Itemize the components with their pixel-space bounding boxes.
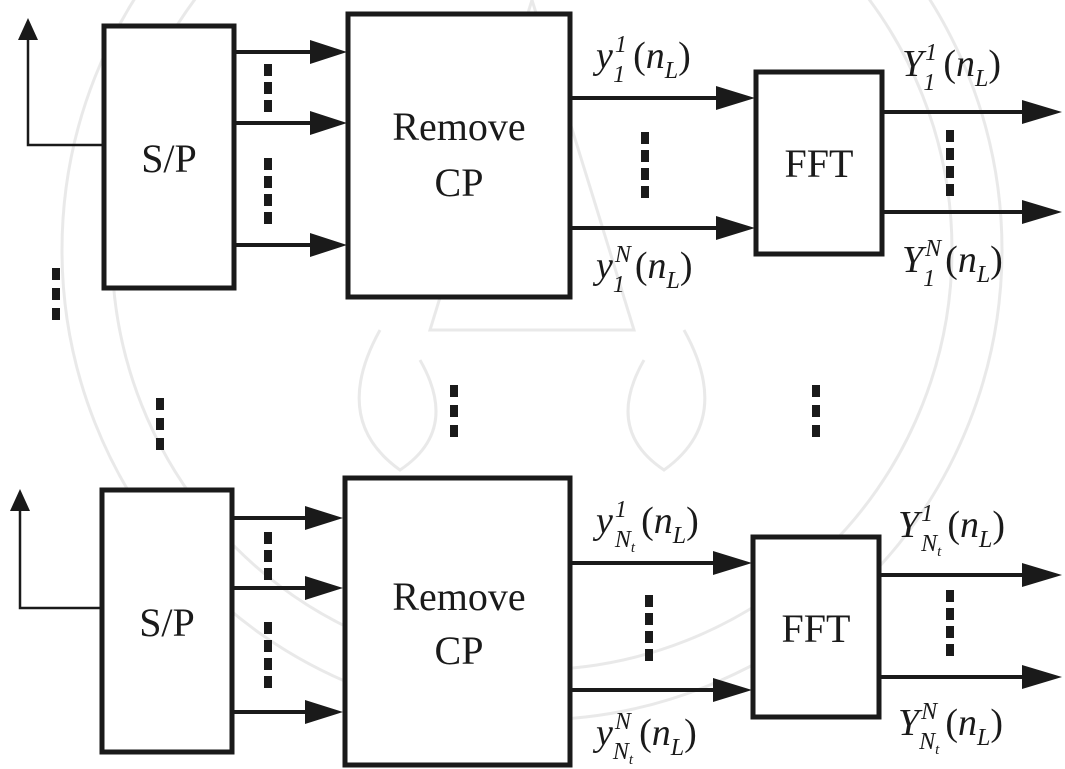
bottom-fft-outputs	[879, 563, 1062, 689]
top-sp-label: S/P	[141, 136, 197, 181]
bottom-input-arrowhead	[10, 489, 30, 511]
top-cp-outputs	[570, 86, 755, 240]
bottom-sp-dots	[264, 532, 272, 688]
bottom-remove-cp-line2: CP	[435, 628, 484, 673]
bottom-fft-label: FFT	[782, 606, 851, 651]
top-chain: S/P Remove CP	[18, 11, 1062, 300]
bottom-chain: S/P Remove CP	[10, 475, 1062, 768]
top-sp-outputs	[234, 40, 347, 257]
top-remove-cp-block	[345, 11, 573, 300]
bottom-cp-dots	[645, 595, 653, 661]
bottom-input-line	[18, 506, 102, 610]
bottom-fft-dots	[946, 590, 954, 656]
top-fft-label: FFT	[785, 141, 854, 186]
top-sp-dots	[264, 64, 272, 224]
bottom-sp-label: S/P	[139, 600, 195, 645]
bottom-cp-outputs	[570, 551, 752, 702]
bottom-remove-cp-block	[342, 475, 573, 768]
top-fft-dots	[946, 130, 954, 196]
bottom-sp-outputs	[232, 506, 343, 724]
top-fft-outputs	[882, 100, 1062, 224]
bottom-fft-block	[750, 534, 882, 720]
between-chain-dots	[52, 268, 820, 450]
bottom-remove-cp-line1: Remove	[392, 574, 525, 619]
bottom-sp-block	[99, 487, 235, 755]
top-fft-block	[753, 69, 885, 257]
top-remove-cp-line1: Remove	[392, 104, 525, 149]
top-remove-cp-line2: CP	[435, 160, 484, 205]
top-cp-dots	[641, 132, 649, 198]
top-input-arrowhead	[18, 18, 38, 40]
top-input-line	[26, 35, 104, 147]
top-sp-block	[101, 23, 237, 291]
